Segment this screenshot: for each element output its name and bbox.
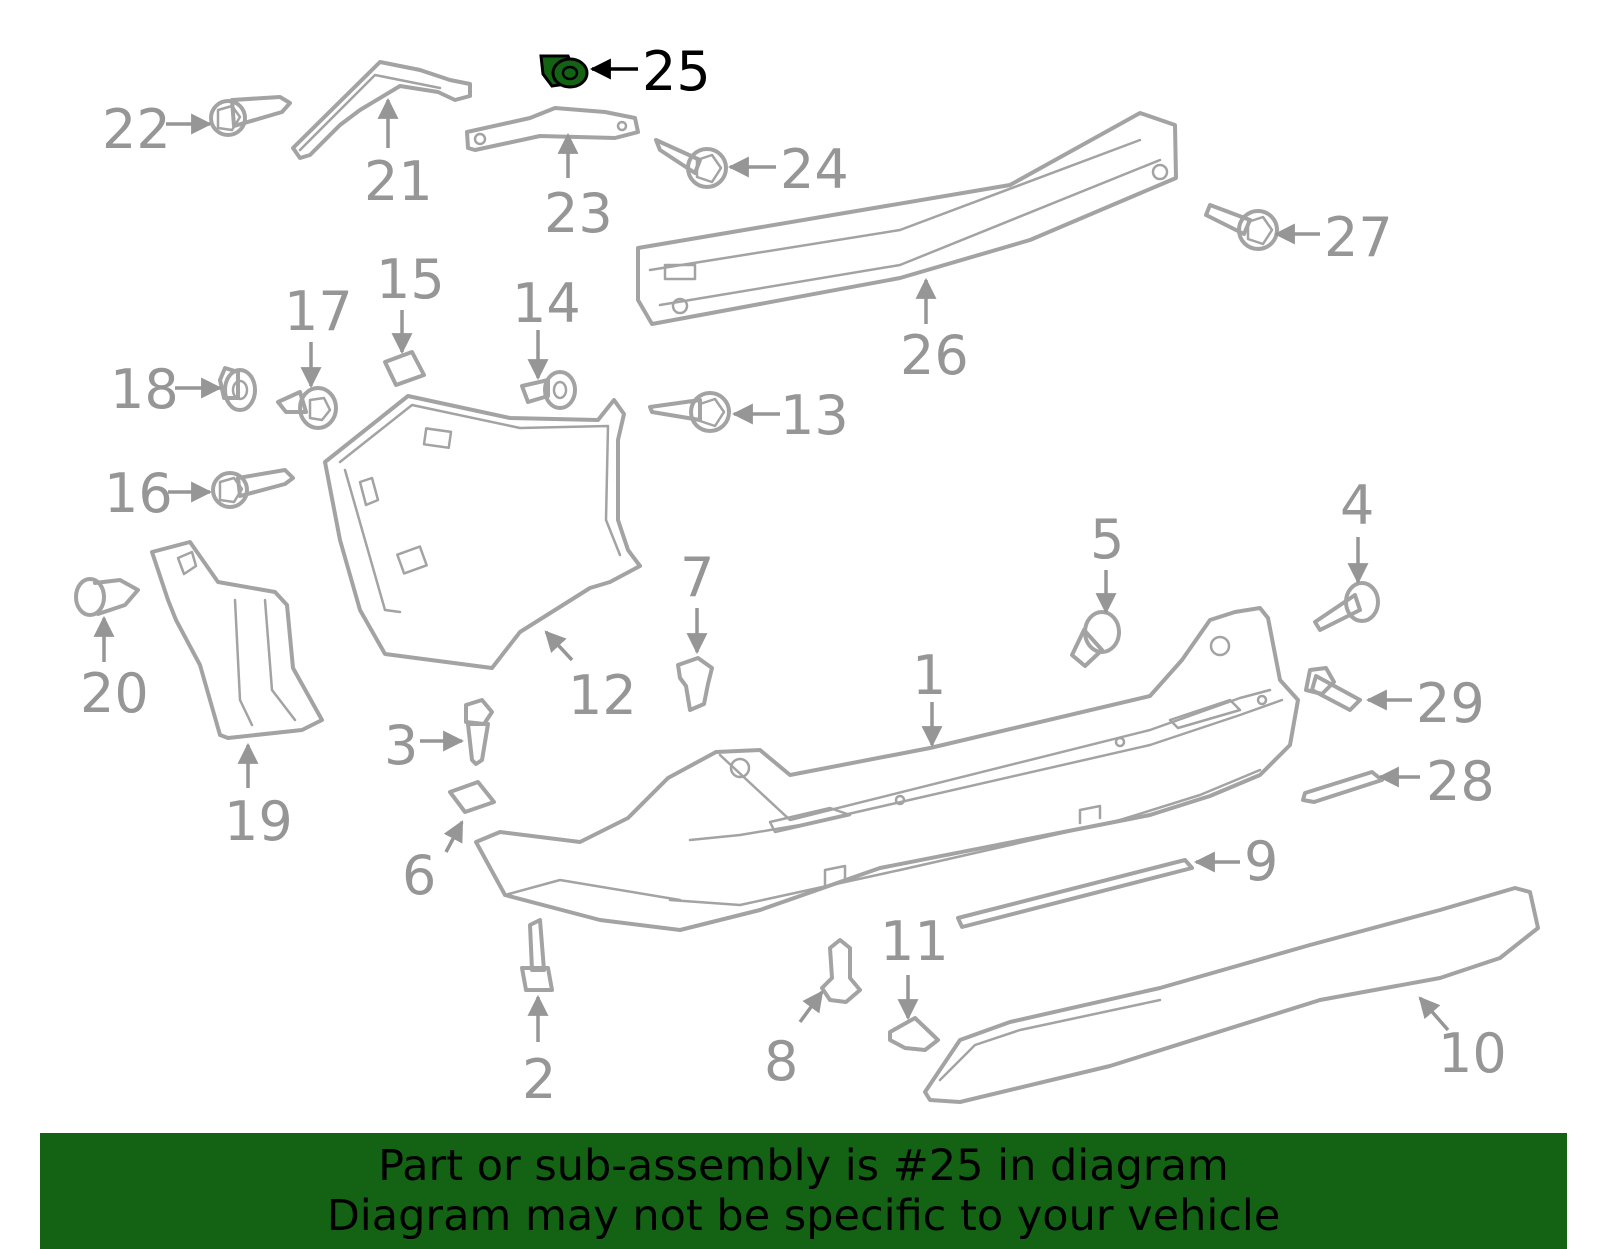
part-7-push-pin [676, 656, 714, 712]
part-16-bolt [211, 468, 295, 509]
callout-12: 12 [568, 664, 637, 727]
part-20-clip [74, 577, 140, 617]
part-11-clip [888, 1016, 940, 1052]
part-4-screw [1313, 581, 1380, 632]
callout-labels: 1 2 3 4 5 6 7 8 9 10 11 12 13 14 15 16 1… [80, 40, 1507, 1111]
part-26-bumper-reinforcement [636, 111, 1178, 326]
part-9-molding [956, 858, 1194, 929]
part-27-bolt [1204, 203, 1279, 251]
callout-18: 18 [110, 358, 179, 421]
callout-20: 20 [80, 662, 149, 725]
part-8-stud [820, 938, 862, 1004]
part-17-nut [276, 386, 338, 430]
part-19-lower-bracket [150, 540, 324, 740]
callout-26: 26 [900, 324, 969, 387]
callout-29: 29 [1416, 672, 1485, 735]
callout-1: 1 [912, 644, 946, 707]
callout-23: 23 [544, 182, 613, 245]
callout-3: 3 [384, 714, 418, 777]
callout-22: 22 [102, 98, 171, 161]
info-banner: Part or sub-assembly is #25 in diagram D… [40, 1133, 1567, 1249]
part-28-strip [1301, 770, 1384, 804]
part-14-nut [520, 370, 577, 410]
leader-lines [93, 58, 1450, 1042]
part-13-bolt [648, 391, 731, 433]
callout-14: 14 [512, 272, 581, 335]
banner-line-part-number: Part or sub-assembly is #25 in diagram [378, 1141, 1229, 1191]
part-21-bracket [291, 60, 472, 160]
callout-25: 25 [642, 40, 711, 103]
part-6-nut [448, 780, 496, 814]
callout-28: 28 [1426, 750, 1495, 813]
callout-10: 10 [1438, 1022, 1507, 1085]
callout-4: 4 [1340, 474, 1374, 537]
part-12-side-bracket [323, 394, 642, 670]
callout-21: 21 [364, 150, 433, 213]
part-29-bolt [1304, 666, 1362, 712]
callout-5: 5 [1090, 508, 1124, 571]
part-2-bolt [520, 918, 554, 992]
callout-27: 27 [1324, 206, 1393, 269]
callout-24: 24 [780, 138, 849, 201]
callout-11: 11 [880, 910, 949, 973]
part-5-clip [1070, 610, 1121, 668]
callout-7: 7 [680, 546, 714, 609]
callout-15: 15 [376, 248, 445, 311]
part-3-bolt [464, 698, 494, 766]
callout-13: 13 [780, 384, 849, 447]
callout-2: 2 [522, 1048, 556, 1111]
part-15-clip [383, 350, 426, 387]
part-10-lower-cover [923, 886, 1540, 1104]
part-18-clip [218, 366, 257, 412]
callout-6: 6 [402, 844, 436, 907]
banner-line-disclaimer: Diagram may not be specific to your vehi… [326, 1191, 1281, 1241]
part-25-clip-highlighted [539, 54, 589, 89]
part-23-bracket [465, 106, 640, 152]
callout-19: 19 [224, 790, 293, 853]
callout-9: 9 [1244, 830, 1278, 893]
part-1-bumper-cover [474, 606, 1300, 932]
part-24-bolt [654, 138, 728, 189]
part-22-bolt [209, 95, 292, 137]
callout-8: 8 [764, 1030, 798, 1093]
callout-16: 16 [104, 462, 173, 525]
callout-17: 17 [284, 280, 353, 343]
